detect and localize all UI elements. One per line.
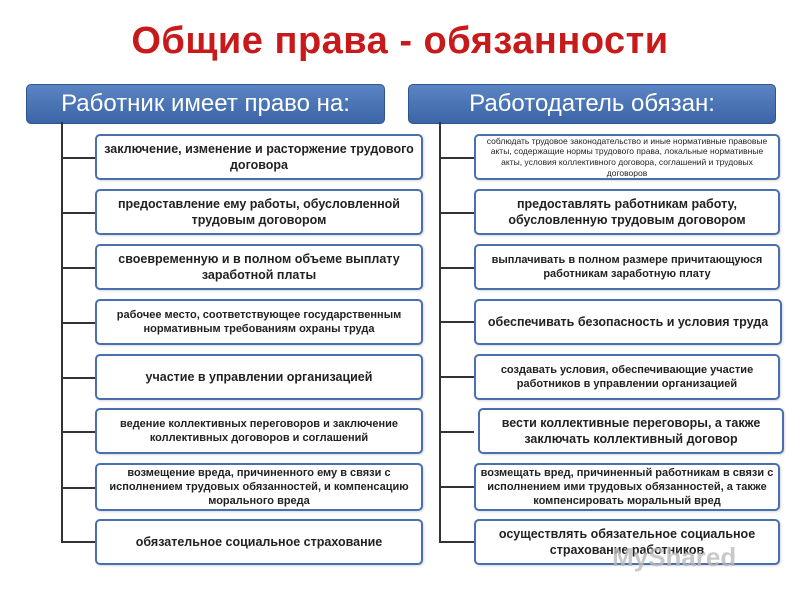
employee-right-item: предоставление ему работы, обусловленной…	[95, 189, 423, 235]
right-connector-branch	[439, 212, 474, 214]
employer-duty-item: осуществлять обязательное социальное стр…	[474, 519, 780, 565]
right-connector-branch	[439, 267, 474, 269]
employer-duty-item: создавать условия, обеспечивающие участи…	[474, 354, 780, 400]
right-connector-branch	[439, 486, 474, 488]
employee-right-item: обязательное социальное страхование	[95, 519, 423, 565]
left-connector-branch	[61, 487, 95, 489]
employee-right-item: заключение, изменение и расторжение труд…	[95, 134, 423, 180]
right-connector-branch	[439, 541, 474, 543]
employer-duty-item: вести коллективные переговоры, а также з…	[478, 408, 784, 454]
page-title: Общие права - обязанности	[131, 20, 669, 62]
left-connector-branch	[61, 541, 95, 543]
employer-duty-item: возмещать вред, причиненный работникам в…	[474, 463, 780, 511]
right-column-header: Работодатель обязан:	[408, 84, 776, 124]
left-connector-trunk	[61, 122, 63, 542]
left-connector-branch	[61, 212, 95, 214]
right-connector-branch	[439, 157, 474, 159]
left-connector-branch	[61, 267, 95, 269]
left-connector-branch	[61, 157, 95, 159]
employer-duty-item: обеспечивать безопасность и условия труд…	[474, 299, 782, 345]
right-connector-branch	[439, 376, 474, 378]
employer-duty-item: соблюдать трудовое законодательство и ин…	[474, 134, 780, 180]
right-connector-branch	[439, 431, 474, 433]
right-connector-branch	[439, 321, 474, 323]
employer-duty-item: предоставлять работникам работу, обуслов…	[474, 189, 780, 235]
left-column-header: Работник имеет право на:	[26, 84, 385, 124]
left-connector-branch	[61, 431, 95, 433]
employee-right-item: ведение коллективных переговоров и заклю…	[95, 408, 423, 454]
employee-right-item: своевременную и в полном объеме выплату …	[95, 244, 423, 290]
employee-right-item: возмещение вреда, причиненного ему в свя…	[95, 463, 423, 511]
right-connector-trunk	[439, 122, 441, 542]
left-connector-branch	[61, 322, 95, 324]
employee-right-item: участие в управлении организацией	[95, 354, 423, 400]
employer-duty-item: выплачивать в полном размере причитающую…	[474, 244, 780, 290]
left-connector-branch	[61, 377, 95, 379]
employee-right-item: рабочее место, соответствующее государст…	[95, 299, 423, 345]
